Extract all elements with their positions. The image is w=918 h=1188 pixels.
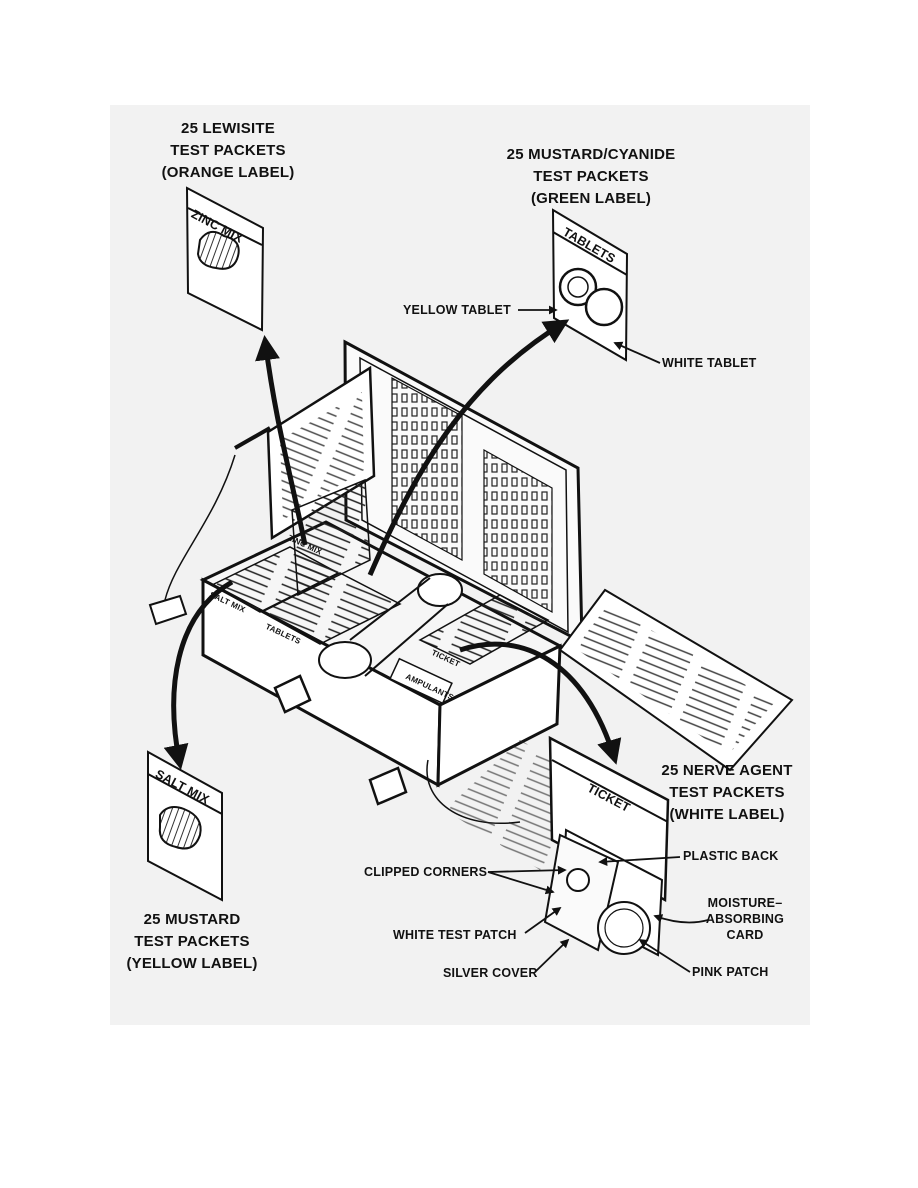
nerve-line-1: 25 NERVE AGENT [661,762,793,779]
callout-arrows [163,319,622,770]
leader-lines [487,305,709,973]
mustard-cyanide-callout: 25 MUSTARD/CYANIDE TEST PACKETS (GREEN L… [486,144,696,210]
moisture-card-line-1: MOISTURE– [707,896,783,910]
moisture-card-label: MOISTURE– ABSORBING CARD [700,895,790,943]
lewisite-callout: 25 LEWISITE TEST PACKETS (ORANGE LABEL) [148,118,308,184]
ticket-packet [543,735,670,957]
mustard-cyanide-line-2: TEST PACKETS [533,168,649,185]
nerve-line-3: (WHITE LABEL) [669,806,785,823]
salt-mix-packet [147,750,223,902]
mustard-cyanide-line-1: 25 MUSTARD/CYANIDE [506,146,676,163]
silver-cover-label: SILVER COVER [443,966,538,980]
pink-patch-label: PINK PATCH [692,965,769,979]
mustard-line-2: TEST PACKETS [134,933,250,950]
moisture-card-line-3: CARD [726,928,764,942]
clipped-corners-label: CLIPPED CORNERS [364,865,488,879]
white-tablet-label: WHITE TABLET [662,356,757,370]
nerve-callout: 25 NERVE AGENT TEST PACKETS (WHITE LABEL… [652,760,802,826]
mustard-line-3: (YELLOW LABEL) [126,955,258,972]
mustard-callout: 25 MUSTARD TEST PACKETS (YELLOW LABEL) [112,909,272,975]
plastic-back-label: PLASTIC BACK [683,849,779,863]
mustard-line-1: 25 MUSTARD [143,911,241,928]
zinc-mix-packet [185,186,265,332]
mustard-cyanide-line-3: (GREEN LABEL) [530,190,652,207]
kit-case [148,339,794,870]
nerve-line-2: TEST PACKETS [669,784,785,801]
lewisite-line-3: (ORANGE LABEL) [161,164,295,181]
white-test-patch-label: WHITE TEST PATCH [393,928,517,942]
moisture-card-line-2: ABSORBING [705,912,785,926]
lewisite-line-2: TEST PACKETS [170,142,286,159]
tablets-packet [551,208,629,362]
yellow-tablet-label: YELLOW TABLET [403,303,511,317]
lewisite-line-1: 25 LEWISITE [181,120,275,137]
